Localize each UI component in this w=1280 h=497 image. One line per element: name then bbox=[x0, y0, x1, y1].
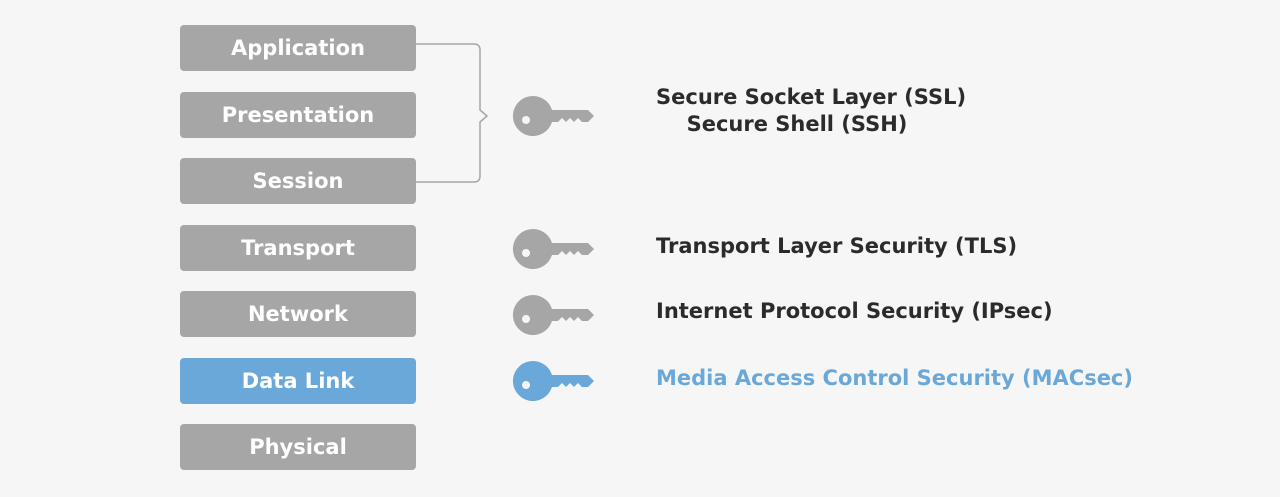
layer-application: Application bbox=[180, 25, 416, 71]
layer-label: Data Link bbox=[241, 369, 355, 393]
key-icon bbox=[512, 360, 594, 401]
layer-label: Session bbox=[252, 169, 344, 193]
layer-label: Transport bbox=[241, 236, 355, 260]
layer-label: Presentation bbox=[221, 103, 375, 127]
protocol-tls: Transport Layer Security (TLS) bbox=[656, 234, 1018, 258]
layer-physical: Physical bbox=[180, 424, 416, 470]
key-icon bbox=[512, 228, 594, 269]
protocol-ssl: Secure Socket Layer (SSL) bbox=[656, 85, 967, 109]
protocol-ssl-ssh: Secure Socket Layer (SSL) Secure Shell (… bbox=[656, 84, 967, 138]
key-icon bbox=[512, 294, 594, 335]
protocol-ipsec: Internet Protocol Security (IPsec) bbox=[656, 299, 1053, 323]
layer-presentation: Presentation bbox=[180, 92, 416, 138]
layer-data-link: Data Link bbox=[180, 358, 416, 404]
layer-session: Session bbox=[180, 158, 416, 204]
layer-network: Network bbox=[180, 291, 416, 337]
protocol-ssh: Secure Shell (SSH) bbox=[686, 112, 908, 136]
protocol-macsec: Media Access Control Security (MACsec) bbox=[656, 366, 1133, 390]
layer-transport: Transport bbox=[180, 225, 416, 271]
layer-label: Physical bbox=[249, 435, 347, 459]
layer-label: Application bbox=[231, 36, 365, 60]
key-icon bbox=[512, 95, 594, 136]
layer-label: Network bbox=[247, 302, 348, 326]
